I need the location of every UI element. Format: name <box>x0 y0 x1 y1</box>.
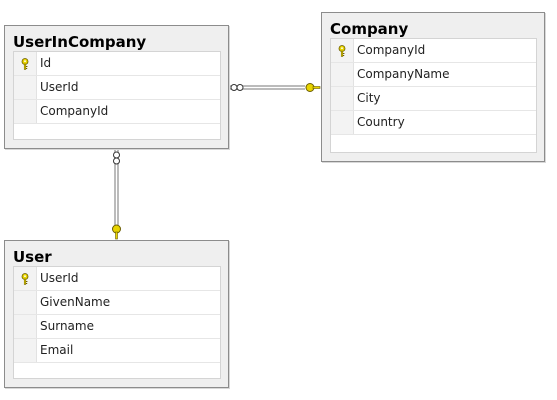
column-name: GivenName <box>40 295 111 309</box>
table-company[interactable]: Company CompanyId CompanyName <box>321 12 545 162</box>
column-row-userid[interactable]: UserId <box>14 76 220 100</box>
column-row-email[interactable]: Email <box>14 339 220 363</box>
column-name: CompanyId <box>40 104 109 118</box>
row-selector <box>14 267 37 290</box>
column-name: Country <box>357 115 405 129</box>
key-icon <box>305 83 321 92</box>
row-selector <box>14 315 37 338</box>
column-name: Id <box>40 56 52 70</box>
primary-key-icon <box>21 272 29 285</box>
table-userincompany[interactable]: UserInCompany Id UserId <box>4 25 229 149</box>
column-row-companyid[interactable]: CompanyId <box>331 39 536 63</box>
table-title: UserInCompany <box>13 33 147 51</box>
row-selector <box>331 39 354 62</box>
column-row-givenname[interactable]: GivenName <box>14 291 220 315</box>
column-row-city[interactable]: City <box>331 87 536 111</box>
column-name: CompanyName <box>357 67 450 81</box>
column-row-country[interactable]: Country <box>331 111 536 135</box>
column-list: Id UserId CompanyId <box>13 51 221 140</box>
row-selector <box>14 52 37 75</box>
column-name: CompanyId <box>357 43 426 57</box>
table-title: User <box>13 248 52 266</box>
column-row-companyname[interactable]: CompanyName <box>331 63 536 87</box>
row-selector <box>331 111 354 134</box>
row-selector <box>14 100 37 123</box>
column-row-id[interactable]: Id <box>14 52 220 76</box>
row-selector <box>331 63 354 86</box>
column-list: UserId GivenName Surname Email <box>13 266 221 379</box>
table-user[interactable]: User UserId GivenName <box>4 240 229 388</box>
row-selector <box>14 76 37 99</box>
column-row-surname[interactable]: Surname <box>14 315 220 339</box>
primary-key-icon <box>338 44 346 57</box>
many-icon <box>230 84 244 91</box>
row-selector <box>331 87 354 110</box>
row-selector <box>14 339 37 362</box>
row-selector <box>14 291 37 314</box>
column-name: Email <box>40 343 74 357</box>
column-name: Surname <box>40 319 94 333</box>
relationship-uic-user[interactable] <box>112 148 121 240</box>
column-name: UserId <box>40 80 79 94</box>
column-name: UserId <box>40 271 79 285</box>
many-icon <box>113 151 120 165</box>
key-icon <box>112 224 121 240</box>
column-row-companyid[interactable]: CompanyId <box>14 100 220 124</box>
column-row-userid[interactable]: UserId <box>14 267 220 291</box>
column-name: City <box>357 91 381 105</box>
column-list: CompanyId CompanyName City Country <box>330 38 537 153</box>
table-title: Company <box>330 20 409 38</box>
primary-key-icon <box>21 57 29 70</box>
relationship-uic-company[interactable] <box>227 83 321 92</box>
